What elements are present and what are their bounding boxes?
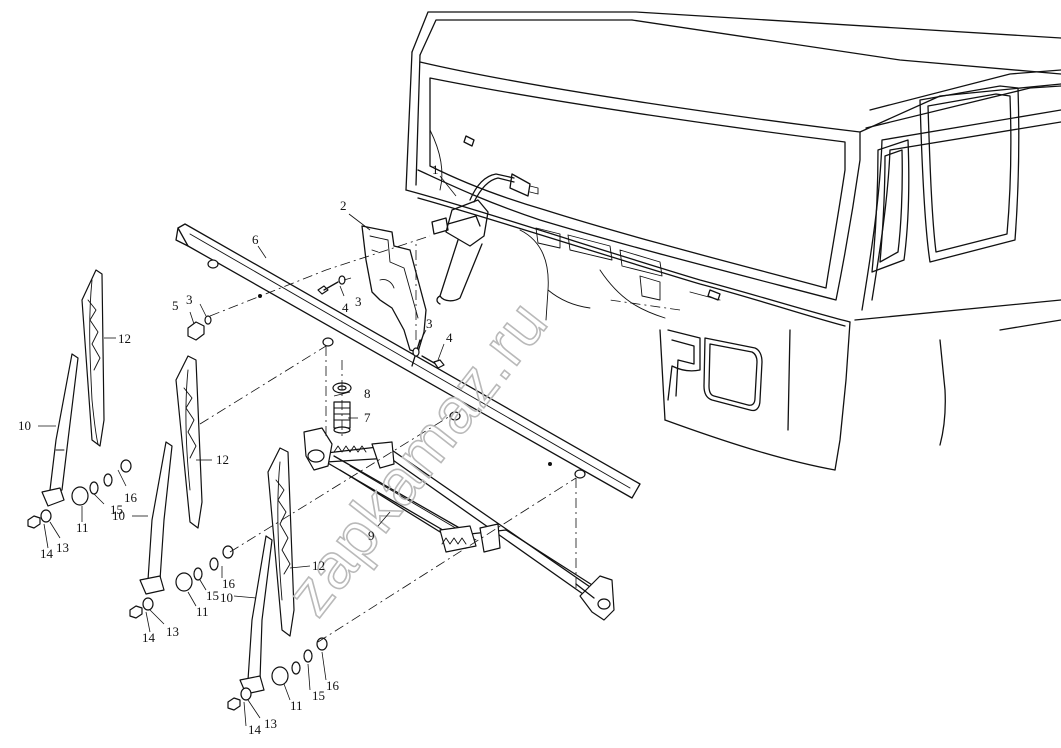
crossbeam xyxy=(175,223,641,499)
callout-16: 16 xyxy=(326,678,340,693)
callout-15: 15 xyxy=(206,588,219,603)
callout-9: 9 xyxy=(368,528,375,543)
callout-10: 10 xyxy=(18,418,31,433)
wiper-motor xyxy=(431,173,539,305)
callout-8: 8 xyxy=(364,386,371,401)
wiper-blade-2 xyxy=(175,355,203,529)
callout-16: 16 xyxy=(222,576,236,591)
callout-6: 6 xyxy=(252,232,259,247)
wiper-linkage xyxy=(303,427,615,621)
callout-15: 15 xyxy=(312,688,325,703)
hub-set-3 xyxy=(227,637,328,711)
assembly-lines xyxy=(199,235,681,643)
wiper-blade-1 xyxy=(81,269,105,447)
callout-12: 12 xyxy=(118,331,131,346)
callout-3: 3 xyxy=(355,294,362,309)
callout-5: 5 xyxy=(172,298,179,313)
callout-14: 14 xyxy=(40,546,54,561)
callout-10: 10 xyxy=(220,590,233,605)
callout-16: 16 xyxy=(124,490,138,505)
leader-lines xyxy=(38,175,457,727)
callout-15: 15 xyxy=(110,502,123,517)
callout-13: 13 xyxy=(56,540,69,555)
callout-11: 11 xyxy=(196,604,209,619)
callout-10: 10 xyxy=(112,508,125,523)
hub-set-1 xyxy=(27,459,132,529)
callout-12: 12 xyxy=(312,558,325,573)
wiper-arm-1 xyxy=(41,353,79,507)
callout-12: 12 xyxy=(216,452,229,467)
callout-3: 3 xyxy=(426,316,433,331)
callout-1: 1 xyxy=(432,162,439,177)
callout-11: 11 xyxy=(290,698,303,713)
callout-14: 14 xyxy=(142,630,156,645)
hub-set-2 xyxy=(129,545,234,619)
callout-4: 4 xyxy=(342,300,349,315)
wiper-blade-3 xyxy=(267,447,295,637)
truck-cab xyxy=(405,11,1061,471)
wiper-arm-3 xyxy=(239,535,273,695)
callout-7: 7 xyxy=(364,410,371,425)
callout-13: 13 xyxy=(264,716,277,731)
callout-13: 13 xyxy=(166,624,179,639)
wiper-arm-2 xyxy=(139,441,173,595)
callout-4: 4 xyxy=(446,330,453,345)
callout-labels: 1 2 6 5 3 4 3 3 4 8 7 12 12 12 10 10 10 … xyxy=(18,162,453,737)
callout-2: 2 xyxy=(340,198,347,213)
callout-3: 3 xyxy=(186,292,193,307)
callout-11: 11 xyxy=(76,520,89,535)
callout-14: 14 xyxy=(248,722,262,737)
